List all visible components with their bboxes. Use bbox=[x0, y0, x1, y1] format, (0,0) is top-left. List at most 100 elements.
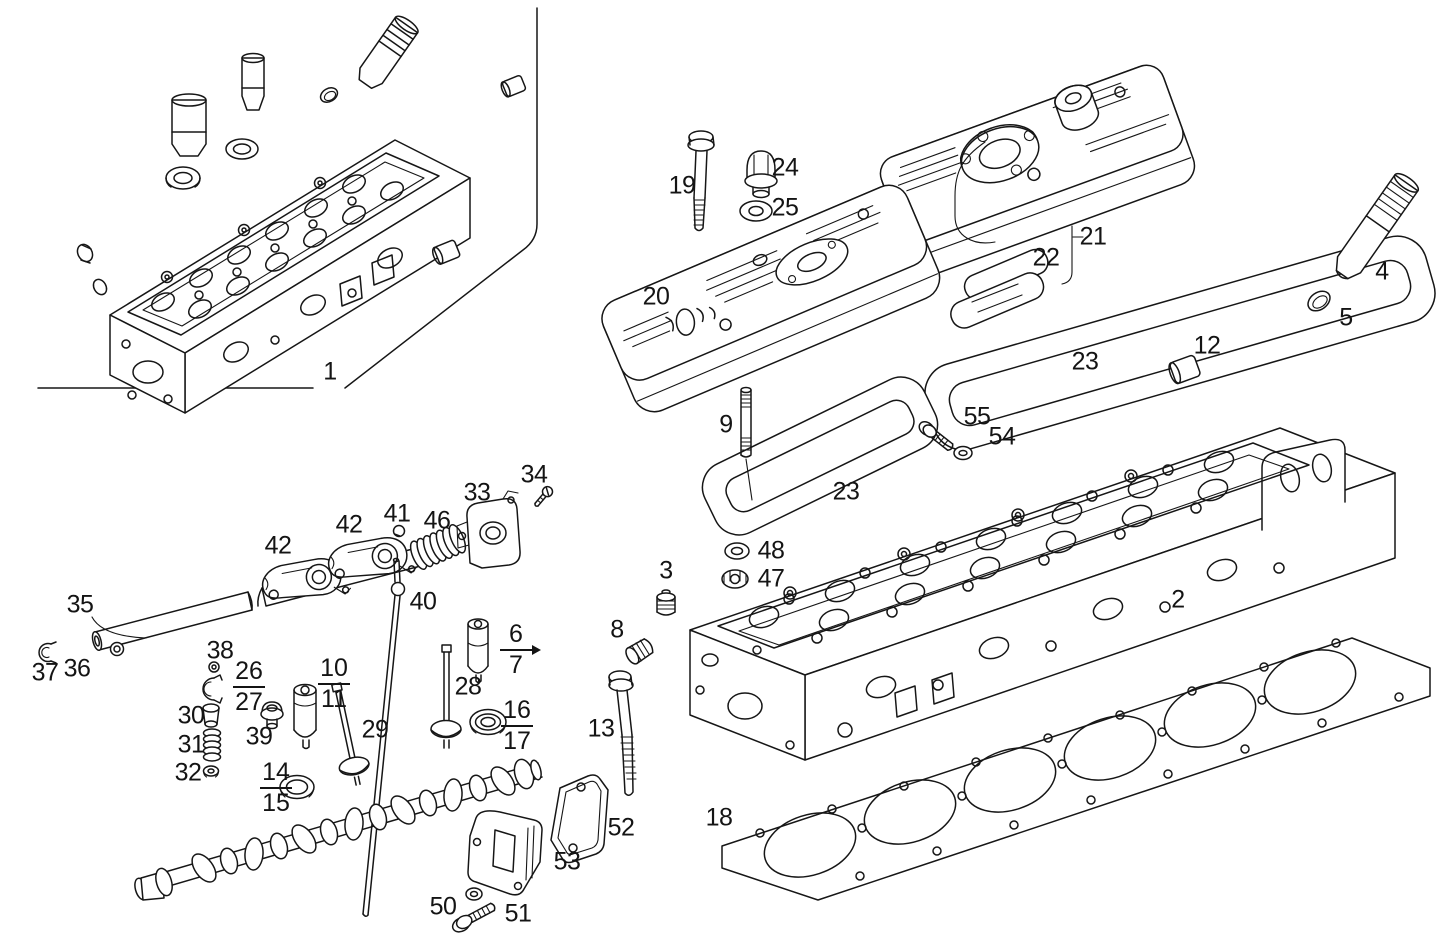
callout-34: 34 bbox=[520, 460, 548, 489]
end-cover-53 bbox=[467, 810, 543, 896]
callout-55: 55 bbox=[963, 402, 991, 431]
fraction-bar-arrow bbox=[500, 645, 541, 655]
spring-31 bbox=[202, 728, 222, 762]
valve-guide bbox=[241, 52, 265, 111]
callout-21: 21 bbox=[1079, 222, 1107, 251]
callout-20: 20 bbox=[642, 282, 670, 311]
bolt-55 bbox=[918, 421, 954, 451]
valve-stem-tube bbox=[358, 15, 419, 90]
stud-9 bbox=[740, 386, 753, 501]
stem-seal-16-17 bbox=[469, 708, 507, 736]
leader-21 bbox=[1061, 225, 1084, 285]
seal-ring bbox=[165, 166, 201, 190]
clip-37 bbox=[38, 641, 57, 664]
callout-4: 4 bbox=[1375, 257, 1389, 286]
plug-8 bbox=[625, 638, 654, 665]
shaft-bracket-33 bbox=[456, 490, 521, 569]
o-ring-5 bbox=[1307, 290, 1331, 312]
callout-18: 18 bbox=[705, 803, 733, 832]
callout-36: 36 bbox=[63, 654, 91, 683]
small-plug bbox=[92, 278, 108, 296]
callout-38: 38 bbox=[206, 636, 234, 665]
callout-37: 37 bbox=[31, 658, 59, 687]
valve-cover-rear bbox=[879, 64, 1196, 276]
callout-31: 31 bbox=[177, 730, 205, 759]
seat-32 bbox=[202, 765, 220, 778]
bolt-50 bbox=[451, 902, 496, 933]
seal-ring bbox=[225, 138, 259, 160]
rocker-arm bbox=[325, 533, 418, 584]
tappet-10-11 bbox=[293, 683, 317, 750]
breather-pad bbox=[775, 238, 849, 286]
cover-bolt-19 bbox=[687, 130, 715, 232]
cap-30 bbox=[202, 703, 220, 728]
head-bolt-13 bbox=[608, 670, 637, 796]
callout-9: 9 bbox=[719, 410, 733, 439]
ball-41 bbox=[392, 524, 406, 538]
nut-47 bbox=[721, 569, 749, 589]
callout-23-upper: 23 bbox=[1071, 347, 1099, 376]
callout-5: 5 bbox=[1339, 303, 1353, 332]
callout-29: 29 bbox=[361, 715, 389, 744]
callout-51: 51 bbox=[504, 899, 532, 928]
head-gasket bbox=[721, 637, 1431, 901]
plug-12 bbox=[1168, 354, 1201, 385]
callout-25: 25 bbox=[771, 193, 799, 222]
breather-boss bbox=[1054, 84, 1100, 131]
washer-54 bbox=[953, 445, 973, 461]
end-seal-22 bbox=[950, 248, 1049, 329]
callout-22: 22 bbox=[1032, 243, 1060, 272]
callout-42b: 42 bbox=[335, 510, 363, 539]
valve-stem-tube-4 bbox=[1335, 172, 1420, 280]
callout-48: 48 bbox=[757, 536, 785, 565]
logo-mark bbox=[665, 306, 732, 336]
cylinder-head-bare bbox=[109, 139, 471, 414]
cap-39 bbox=[260, 701, 284, 730]
oil-filler-flange bbox=[959, 124, 1040, 184]
small-plug bbox=[76, 243, 94, 264]
callout-13: 13 bbox=[587, 714, 615, 743]
callout-35: 35 bbox=[66, 590, 94, 619]
callout-1: 1 bbox=[323, 357, 337, 386]
callout-40: 40 bbox=[409, 587, 437, 616]
screw-34 bbox=[534, 485, 554, 507]
cover-gasket-lower bbox=[701, 376, 939, 536]
cap-nut-24 bbox=[744, 150, 778, 199]
exhaust-flange bbox=[1261, 438, 1346, 531]
ring-36 bbox=[109, 641, 125, 657]
tappet-6-7 bbox=[467, 618, 489, 684]
callout-33: 33 bbox=[463, 478, 491, 507]
callout-12: 12 bbox=[1193, 331, 1221, 360]
callout-30: 30 bbox=[177, 701, 205, 730]
camshaft bbox=[134, 758, 543, 901]
small-plug bbox=[500, 74, 527, 98]
callout-23-lower: 23 bbox=[832, 477, 860, 506]
valve-keeper-26-27 bbox=[202, 674, 223, 704]
pushrod-40 bbox=[362, 557, 406, 918]
callout-52: 52 bbox=[607, 813, 635, 842]
callout-24: 24 bbox=[771, 153, 799, 182]
callout-39: 39 bbox=[245, 722, 273, 751]
callout-54: 54 bbox=[988, 422, 1016, 451]
callout-32: 32 bbox=[174, 758, 202, 787]
washer-48 bbox=[724, 542, 750, 560]
valve-cover-front bbox=[601, 184, 941, 413]
valve-guide bbox=[171, 93, 207, 157]
gasket-52 bbox=[550, 774, 609, 864]
ring-38 bbox=[208, 661, 220, 673]
washer-51 bbox=[465, 887, 483, 901]
callout-41: 41 bbox=[383, 499, 411, 528]
callout-2: 2 bbox=[1171, 585, 1185, 614]
callout-50: 50 bbox=[429, 892, 457, 921]
callout-53: 53 bbox=[553, 847, 581, 876]
plug-3 bbox=[656, 589, 676, 616]
washer-25 bbox=[739, 200, 773, 222]
leader-35 bbox=[91, 616, 147, 639]
callout-19: 19 bbox=[668, 171, 696, 200]
o-ring bbox=[319, 87, 339, 103]
